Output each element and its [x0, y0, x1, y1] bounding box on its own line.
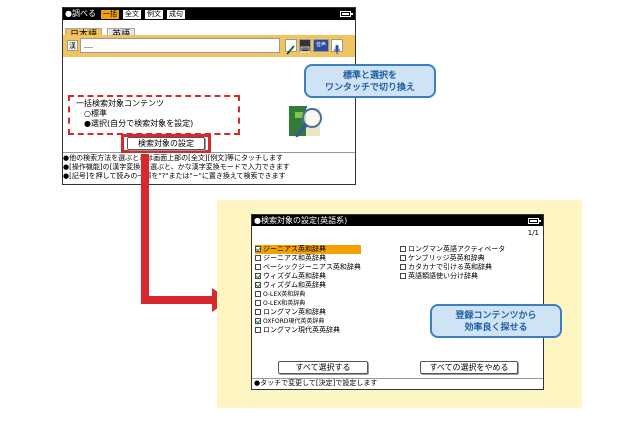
select-all-button[interactable]: すべて選択する	[278, 361, 368, 374]
audio-icon[interactable]: 音声	[313, 39, 329, 52]
keyboard-icon[interactable]	[299, 39, 311, 53]
option-standard[interactable]: ○標準	[76, 109, 232, 119]
list-item[interactable]: ジーニアス英和辞典	[255, 245, 361, 254]
checkbox-icon	[255, 264, 261, 270]
menu-title: ●調べる	[65, 9, 96, 18]
audio-label: 音声	[315, 42, 326, 48]
dictionary-list-right: ロングマン英語アクティベータ ケンブリッジ英英和辞典 カタカナで引ける英和辞典 …	[400, 245, 505, 281]
list-item-label: ウィズダム英和辞典	[263, 272, 326, 280]
list-item-label: O-LEX和英辞典	[263, 300, 306, 307]
list-item-label: ロングマン英語アクティベータ	[408, 245, 506, 253]
checkbox-icon	[255, 282, 261, 288]
settings-title-bar: ●検索対象の設定(英語系)	[252, 215, 543, 226]
option-select-label: 選択(自分で検索対象を設定)	[90, 119, 194, 128]
menu-bar: ●調べる 一括 全文 例文 成句	[63, 8, 355, 20]
list-item-label: ジーニアス和英辞典	[263, 254, 326, 262]
content-option-box: 一括検索対象コンテンツ ○標準 ●選択(自分で検索対象を設定)	[68, 95, 240, 135]
list-item[interactable]: 英語類語使い分け辞典	[400, 272, 505, 281]
list-item-label: 英語類語使い分け辞典	[408, 272, 478, 280]
help-line: ●[操作機能]の[漢字変換]を選ぶと、かな漢字変換モードで入力できます	[63, 163, 290, 171]
settings-screen: ●検索対象の設定(英語系) 1/1 ジーニアス英和辞典 ジーニアス和英辞典 ベー…	[251, 214, 544, 390]
list-item-label: ウィズダム和英辞典	[263, 281, 326, 289]
clear-all-button[interactable]: すべての選択をやめる	[420, 361, 518, 374]
list-item[interactable]: O-LEX英和辞典	[255, 290, 361, 299]
radio-on-icon: ●	[84, 119, 91, 128]
radio-off-icon: ○	[84, 109, 91, 118]
tab-zenbun[interactable]: 全文	[121, 8, 142, 20]
list-item[interactable]: ケンブリッジ英英和辞典	[400, 254, 505, 263]
list-item-label: ケンブリッジ英英和辞典	[408, 254, 485, 262]
kanji-badge: 漢	[67, 40, 78, 51]
checkbox-icon	[255, 273, 261, 279]
list-item-label: ジーニアス英和辞典	[263, 245, 326, 253]
callout-efficient-line: 効率良く探せる	[464, 323, 528, 333]
checkbox-icon	[255, 255, 261, 261]
tab-seiku[interactable]: 成句	[165, 8, 186, 20]
search-input[interactable]: ＿	[80, 38, 280, 53]
checkbox-icon	[255, 246, 261, 252]
list-item[interactable]: ベーシックジーニアス英和辞典	[255, 263, 361, 272]
checkbox-icon	[255, 318, 261, 324]
search-row: 漢 ＿ 音声	[63, 35, 355, 57]
battery-icon	[528, 217, 541, 224]
list-item-label: OXFORD現代英英辞典	[263, 318, 325, 325]
checkbox-icon	[255, 300, 261, 306]
list-item-label: ロングマン現代英英辞典	[263, 326, 340, 334]
list-item-label: ロングマン英和辞典	[263, 308, 326, 316]
status-text: ●タッチで変更して[決定]で設定します	[252, 378, 543, 388]
list-item[interactable]: OXFORD現代英英辞典	[255, 317, 361, 326]
list-item[interactable]: ロングマン英和辞典	[255, 308, 361, 317]
help-line: ●他の検索方法を選ぶときは画面上部の[全文][例文]等にタッチします	[63, 154, 284, 162]
option-standard-label: 標準	[90, 109, 107, 118]
help-line: ●[記号]を押して読みの一部を"?"または"~"に置き換えて検索できます	[63, 172, 286, 180]
list-item[interactable]: ウィズダム和英辞典	[255, 281, 361, 290]
list-item-label: O-LEX英和辞典	[263, 291, 306, 298]
content-heading: 一括検索対象コンテンツ	[76, 99, 164, 108]
tab-ikkatsu[interactable]: 一括	[99, 8, 120, 20]
checkbox-icon	[400, 264, 406, 270]
search-input-value: ＿	[84, 40, 94, 50]
battery-icon	[340, 11, 353, 17]
checkbox-icon	[400, 255, 406, 261]
page-indicator: 1/1	[527, 229, 539, 237]
dictionary-list-left: ジーニアス英和辞典 ジーニアス和英辞典 ベーシックジーニアス英和辞典 ウィズダム…	[255, 245, 361, 335]
pencil-icon[interactable]	[285, 39, 297, 55]
checkbox-icon	[255, 327, 261, 333]
list-item-label: カタカナで引ける英和辞典	[408, 263, 492, 271]
checkbox-icon	[255, 291, 261, 297]
dictionary-book-icon	[287, 102, 325, 142]
list-item[interactable]: ジーニアス和英辞典	[255, 254, 361, 263]
checkbox-icon	[400, 246, 406, 252]
mic-icon[interactable]	[331, 39, 343, 54]
list-item[interactable]: O-LEX和英辞典	[255, 299, 361, 308]
tab-reibun[interactable]: 例文	[143, 8, 164, 20]
checkbox-icon	[400, 273, 406, 279]
callout-efficient: 登録コンテンツから 効率良く探せる	[430, 304, 562, 338]
callout-toggle: 標準と選択を ワンタッチで切り換え	[304, 64, 436, 98]
list-item[interactable]: ウィズダム英和辞典	[255, 272, 361, 281]
callout-toggle-line: 標準と選択を	[342, 71, 397, 81]
callout-toggle-line: ワンタッチで切り換え	[324, 83, 415, 93]
checkbox-icon	[255, 309, 261, 315]
list-item[interactable]: ロングマン現代英英辞典	[255, 326, 361, 335]
option-select[interactable]: ●選択(自分で検索対象を設定)	[76, 119, 232, 129]
search-target-settings-button[interactable]: 検索対象の設定	[127, 137, 205, 150]
callout-efficient-line: 登録コンテンツから	[455, 311, 537, 321]
list-item-label: ベーシックジーニアス英和辞典	[263, 263, 361, 271]
settings-title: ●検索対象の設定(英語系)	[254, 215, 348, 225]
language-tabs: 日本語 英語	[65, 22, 355, 41]
list-item[interactable]: カタカナで引ける英和辞典	[400, 263, 505, 272]
list-item[interactable]: ロングマン英語アクティベータ	[400, 245, 505, 254]
